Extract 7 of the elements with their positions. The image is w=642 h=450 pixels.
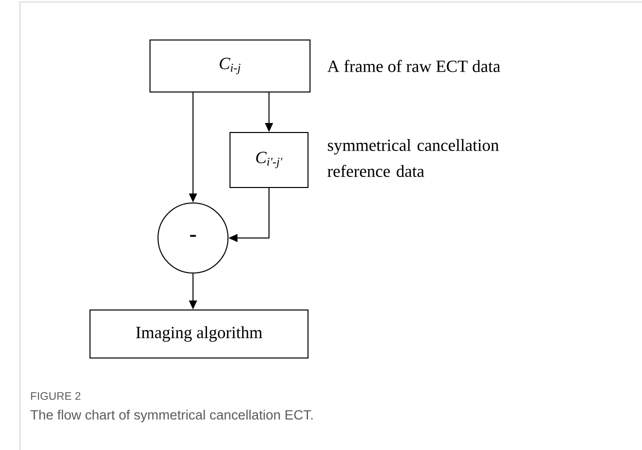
- side-note: symmetrical cancellation reference data: [328, 139, 499, 177]
- figure-number: FIGURE 2: [31, 392, 80, 400]
- process-box: C$_{i-j}$: [150, 40, 310, 92]
- process-box: C$_{i'-j'}$: [230, 132, 308, 188]
- caption: The flow chart of symmetrical cancellation ECT.: [30, 410, 313, 422]
- process-box: Imaging algorithm: [90, 310, 308, 358]
- side-note: A frame of raw ECT data: [327, 60, 500, 72]
